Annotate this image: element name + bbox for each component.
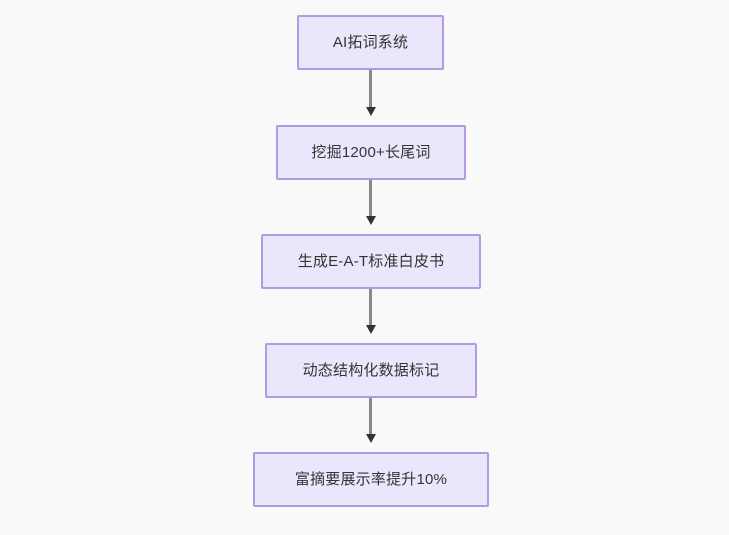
flow-node-label: 动态结构化数据标记 xyxy=(302,362,440,379)
flow-node-ai-keyword-system[interactable]: AI拓词系统 xyxy=(297,15,444,70)
flow-node-label: AI拓词系统 xyxy=(332,34,409,51)
flow-node-label: 挖掘1200+长尾词 xyxy=(311,144,431,161)
flow-edge-2-3 xyxy=(369,180,372,218)
flow-node-label: 生成E-A-T标准白皮书 xyxy=(297,253,445,270)
flow-edge-1-2 xyxy=(369,70,372,109)
flow-edge-3-4 xyxy=(369,289,372,327)
arrow-down-icon xyxy=(365,325,376,334)
flow-edge-4-5 xyxy=(369,398,372,436)
flow-node-generate-eat-whitepaper[interactable]: 生成E-A-T标准白皮书 xyxy=(261,234,481,289)
arrow-down-icon xyxy=(365,216,376,225)
arrow-down-icon xyxy=(365,434,376,443)
flow-node-label: 富摘要展示率提升10% xyxy=(294,471,448,488)
flow-node-mine-longtail-keywords[interactable]: 挖掘1200+长尾词 xyxy=(276,125,466,180)
arrow-down-icon xyxy=(365,107,376,116)
flow-node-rich-snippet-impression-uplift[interactable]: 富摘要展示率提升10% xyxy=(253,452,489,507)
flow-node-dynamic-structured-data-markup[interactable]: 动态结构化数据标记 xyxy=(265,343,477,398)
